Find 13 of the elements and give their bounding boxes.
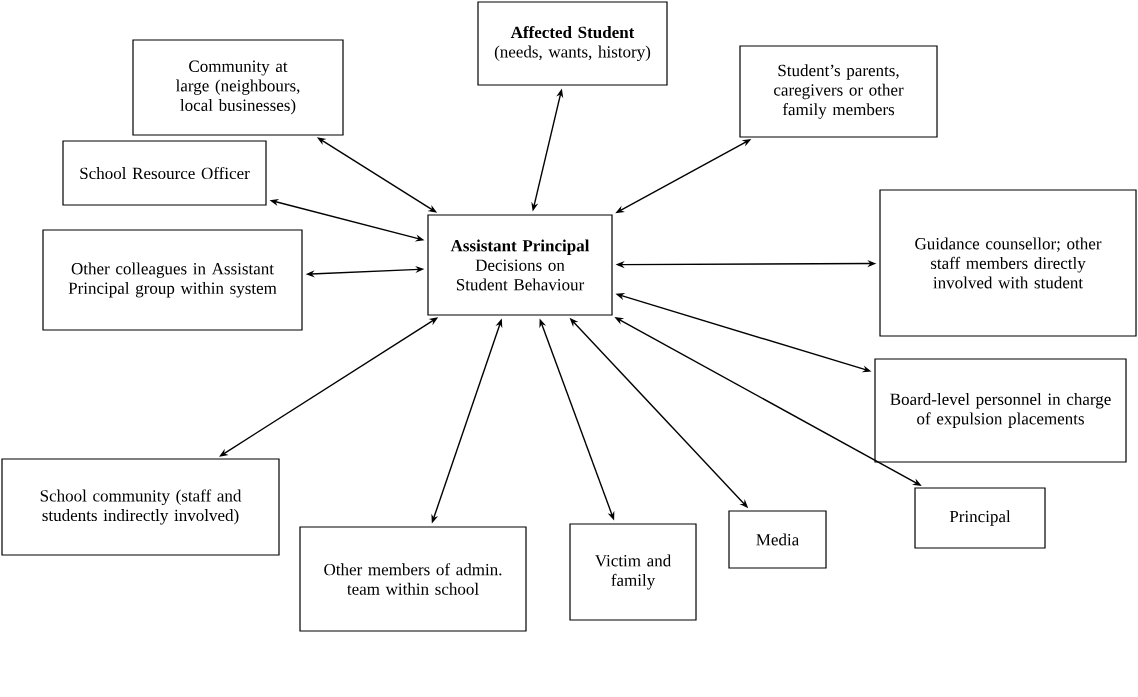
text-box: Guidance counsellor; other staff members directly involved with student [879, 189, 1137, 337]
text-box: Board-level personnel in charge of expulsion placements [874, 358, 1127, 463]
text-box: Community at large (neighbours, local businesses) [132, 39, 344, 136]
text-box: Principal [914, 487, 1046, 549]
text-box: School Resource Officer [62, 140, 267, 206]
text-box: Other colleagues in Assistant Principal group within system [42, 229, 303, 331]
text-box: Media [728, 510, 827, 569]
text-box: Student’s parents, caregivers or other family members [739, 45, 938, 138]
text-box: School community (staff and students indirectly involved) [1, 458, 280, 556]
text-box: Victim and family [569, 523, 697, 621]
text-box: Assistant Principal Decisions on Student Behaviour [427, 214, 613, 316]
text-box: Other members of admin. team within school [299, 526, 527, 632]
text-box: Affected Student (needs, wants, history) [477, 1, 668, 86]
